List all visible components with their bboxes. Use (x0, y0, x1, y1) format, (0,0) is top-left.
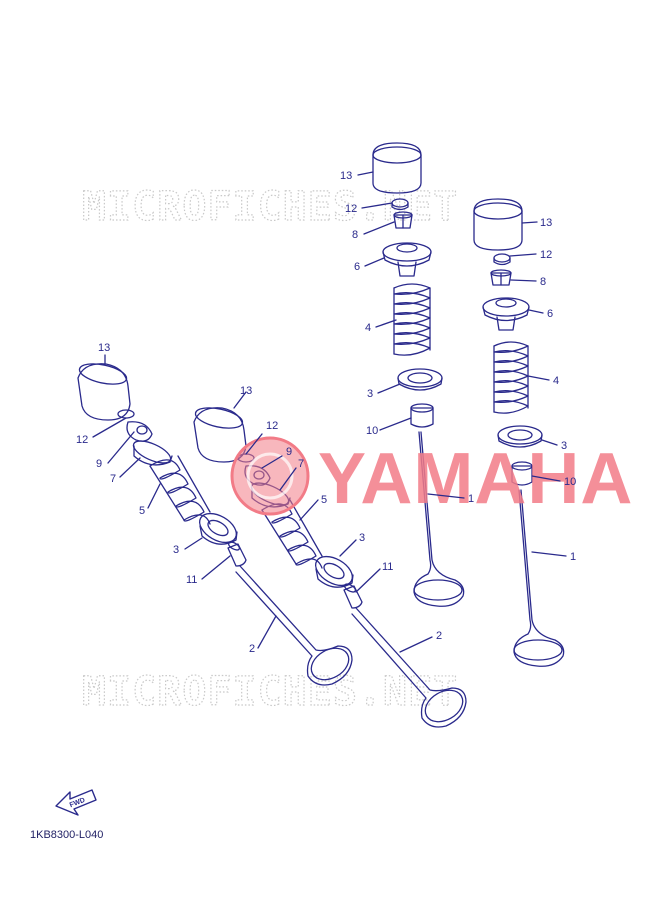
callout-4: 4 (365, 322, 371, 334)
intake-valve-1a (413, 431, 465, 607)
callout-12: 12 (76, 434, 88, 446)
callout-7: 7 (298, 458, 304, 470)
fwd-arrow-icon: FWD (55, 789, 97, 816)
callout-3: 3 (367, 388, 373, 400)
callout-13: 13 (340, 170, 352, 182)
stem-seal-11b (343, 583, 363, 609)
callout-12: 12 (540, 249, 552, 261)
callout-6: 6 (354, 261, 360, 273)
valve-cotter-9a (126, 421, 153, 442)
leader-lines (92, 171, 567, 653)
callout-10: 10 (564, 476, 576, 488)
callout-3: 3 (359, 532, 365, 544)
callout-12: 12 (345, 203, 357, 215)
callout-2: 2 (436, 630, 442, 642)
stem-seal-11a (227, 541, 247, 567)
valve-spring-4b (493, 341, 529, 414)
callout-1: 1 (468, 493, 474, 505)
callout-11: 11 (186, 574, 197, 586)
callout-9: 9 (96, 458, 102, 470)
spring-seat-3c (199, 512, 238, 545)
callout-12: 12 (266, 420, 278, 432)
valve-lifter-13a (372, 142, 422, 194)
valve-cotter-8b (490, 269, 512, 286)
callout-8: 8 (540, 276, 546, 288)
diagram-code: 1KB8300-L040 (30, 829, 103, 841)
callout-5: 5 (139, 505, 145, 517)
callout-2: 2 (249, 643, 255, 655)
valve-cotter-8a (393, 211, 413, 229)
spring-seat-3b (497, 425, 543, 448)
valve-spring-5a (149, 455, 211, 525)
spring-retainer-6b (482, 297, 530, 331)
spring-seat-3d (315, 555, 354, 588)
watermark-bottom: MICROFICHES.NET (82, 669, 458, 715)
callout-3: 3 (561, 440, 567, 452)
callout-13: 13 (540, 217, 552, 229)
valve-spring-4a (393, 283, 431, 356)
exhaust-valve-2b (351, 607, 467, 728)
stem-seal-10b (511, 461, 533, 486)
valve-lifter-13c (77, 363, 131, 421)
yamaha-logo: YAMAHA (230, 436, 633, 519)
callout-3: 3 (173, 544, 179, 556)
callout-10: 10 (366, 425, 378, 437)
valve-assembly-front-left (77, 363, 353, 686)
callout-6: 6 (547, 308, 553, 320)
callout-1: 1 (570, 551, 576, 563)
callout-8: 8 (352, 229, 358, 241)
stem-seal-10a (410, 403, 434, 428)
spring-retainer-6a (382, 242, 432, 277)
spring-seat-3a (397, 368, 443, 391)
exhaust-valve-2a (235, 565, 353, 686)
callout-9: 9 (286, 446, 292, 458)
tuning-fork-emblem-icon (230, 436, 310, 516)
valve-assembly-rear-left (372, 142, 465, 607)
valve-assembly-rear-right (473, 198, 565, 667)
shim-12b (493, 253, 511, 263)
callout-13: 13 (98, 342, 110, 354)
valve-lifter-13b (473, 198, 523, 251)
intake-valve-1b (513, 489, 565, 667)
spring-retainer-7a (132, 440, 173, 466)
brand-wordmark: YAMAHA (318, 439, 633, 519)
callout-5: 5 (321, 494, 327, 506)
callout-7: 7 (110, 473, 116, 485)
valve-spring-5b (261, 499, 323, 569)
callout-13: 13 (240, 385, 252, 397)
callout-11: 11 (382, 561, 393, 573)
callout-4: 4 (553, 375, 559, 387)
